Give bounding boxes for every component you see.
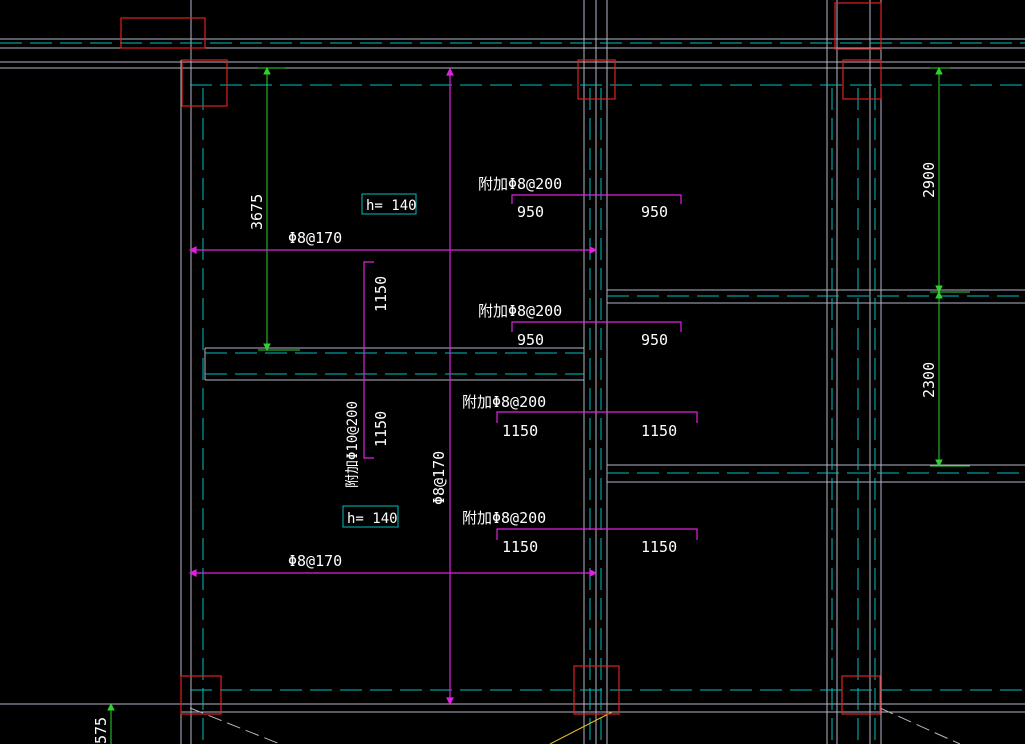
support-rebar-row <box>511 194 682 204</box>
support-rebar-length: 1150 <box>502 538 538 556</box>
columns <box>120 2 882 715</box>
dimension-text: 575 <box>92 717 110 744</box>
support-rebar-length: 950 <box>641 203 668 221</box>
support-rebar-label: 附加Φ10@200 <box>345 401 361 488</box>
support-rebar-row <box>511 321 682 332</box>
slab-label: h= 140 <box>366 198 417 214</box>
support-rebar-label: 附加Φ8@200 <box>478 302 562 320</box>
rebar-label: Φ8@170 <box>288 552 342 570</box>
support-rebar-length: 950 <box>517 203 544 221</box>
column <box>834 2 882 50</box>
support-rebar-length: 1150 <box>502 422 538 440</box>
support-rebar-label: 附加Φ8@200 <box>478 175 562 193</box>
dimension-text: 2300 <box>920 362 938 398</box>
slab-labels: h= 140 h= 140 <box>342 193 417 528</box>
dimension-text: 2900 <box>920 162 938 198</box>
support-rebar-vertical <box>363 261 374 459</box>
column <box>120 17 206 49</box>
support-rebar-length: 950 <box>517 331 544 349</box>
diagonal-lines <box>189 707 961 744</box>
support-rebar-length: 950 <box>641 331 668 349</box>
column <box>842 59 882 100</box>
support-rebar-row <box>496 528 698 540</box>
support-rebar-length: 1150 <box>372 411 390 447</box>
slab-label-box <box>361 193 417 215</box>
rebar-label: Φ8@170 <box>288 229 342 247</box>
support-rebar-length: 1150 <box>641 538 677 556</box>
column <box>181 59 228 107</box>
slab-label: h= 140 <box>347 511 398 527</box>
support-rebar-length: 1150 <box>641 422 677 440</box>
axis-lines <box>0 42 1025 744</box>
column <box>841 675 881 715</box>
annotations: 3675 2900 2300 575 Φ8@170 Φ8@170 Φ8@170 … <box>92 162 938 744</box>
dimension-lines <box>107 66 970 744</box>
column <box>180 675 222 715</box>
support-rebar-label: 附加Φ8@200 <box>462 509 546 527</box>
column <box>573 665 620 715</box>
column <box>577 59 616 100</box>
support-rebar-length: 1150 <box>372 276 390 312</box>
rebar-label: Φ8@170 <box>430 451 448 505</box>
dimension-text: 3675 <box>248 194 266 230</box>
support-rebar-label: 附加Φ8@200 <box>462 393 546 411</box>
support-rebar-row <box>496 411 698 423</box>
main-rebar-lines <box>188 67 698 706</box>
slab-label-box <box>342 505 399 528</box>
